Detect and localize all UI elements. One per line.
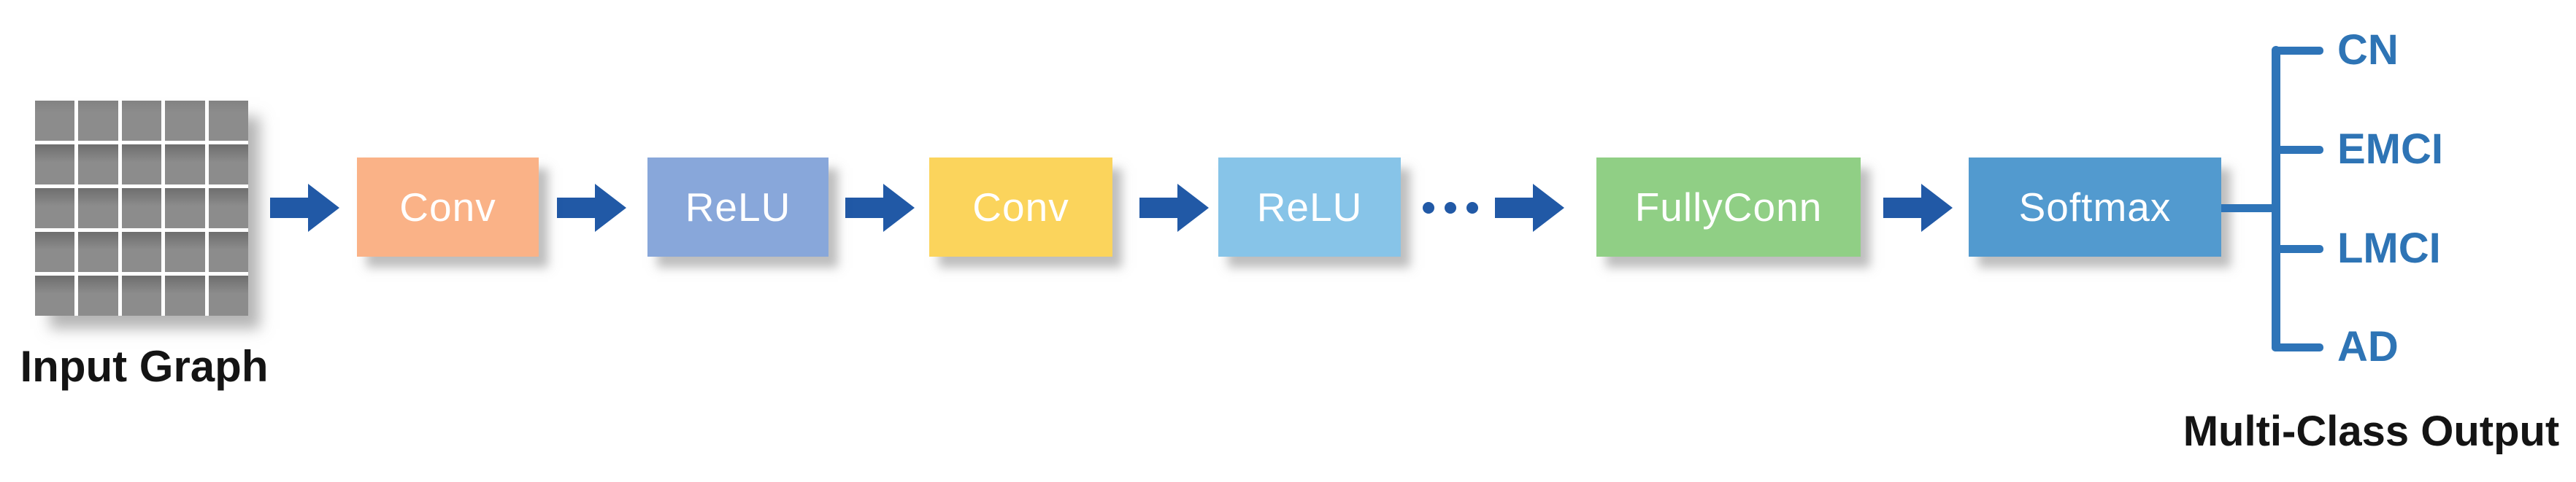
output-bracket-tick: [2272, 146, 2323, 154]
grid-cell: [208, 232, 248, 272]
flow-arrow-icon: [845, 184, 915, 232]
grid-cell: [208, 188, 248, 228]
node-fullyconn: FullyConn: [1596, 158, 1861, 257]
grid-cell: [208, 101, 248, 141]
output-bracket-tick: [2272, 343, 2323, 351]
output-bracket-tick: [2272, 245, 2323, 253]
ellipsis-dot: [1445, 202, 1456, 214]
grid-cell: [35, 144, 75, 184]
node-softmax: Softmax: [1969, 158, 2221, 257]
grid-cell: [121, 276, 162, 316]
flow-arrow-icon: [557, 184, 626, 232]
grid-cell: [165, 144, 205, 184]
flow-arrow-icon: [1495, 184, 1564, 232]
grid-cell: [35, 188, 75, 228]
node-conv-1: Conv: [357, 158, 539, 257]
grid-cell: [78, 144, 118, 184]
grid-cell: [121, 232, 162, 272]
grid-cell: [78, 101, 118, 141]
class-label-lmci: LMCI: [2337, 225, 2441, 272]
grid-cell: [78, 188, 118, 228]
class-label-emci: EMCI: [2337, 125, 2443, 173]
flow-arrow-icon: [270, 184, 339, 232]
softmax-output-connector: [2221, 204, 2280, 212]
multi-class-output-label: Multi-Class Output: [2183, 408, 2560, 455]
output-bracket-tick: [2272, 47, 2323, 55]
grid-cell: [165, 276, 205, 316]
node-relu-2: ReLU: [1218, 158, 1401, 257]
grid-cell: [35, 101, 75, 141]
output-bracket-line: [2272, 46, 2280, 351]
grid-cell: [78, 276, 118, 316]
grid-cell: [35, 276, 75, 316]
input-graph-grid: [35, 101, 248, 316]
ellipsis-dot: [1423, 202, 1434, 214]
grid-cell: [78, 232, 118, 272]
grid-cell: [35, 232, 75, 272]
grid-cell: [121, 101, 162, 141]
grid-cell: [165, 188, 205, 228]
grid-cell: [121, 144, 162, 184]
grid-cell: [121, 188, 162, 228]
grid-cell: [165, 101, 205, 141]
class-label-cn: CN: [2337, 26, 2399, 74]
grid-cell: [208, 276, 248, 316]
grid-cell: [165, 232, 205, 272]
grid-cell: [208, 144, 248, 184]
ellipsis-dot: [1466, 202, 1478, 214]
class-label-ad: AD: [2337, 323, 2399, 370]
node-conv-2: Conv: [929, 158, 1112, 257]
flow-arrow-icon: [1883, 184, 1953, 232]
ellipsis-dots: [1423, 202, 1478, 214]
node-relu-1: ReLU: [647, 158, 828, 257]
input-graph-label: Input Graph: [20, 342, 269, 391]
flow-arrow-icon: [1139, 184, 1209, 232]
